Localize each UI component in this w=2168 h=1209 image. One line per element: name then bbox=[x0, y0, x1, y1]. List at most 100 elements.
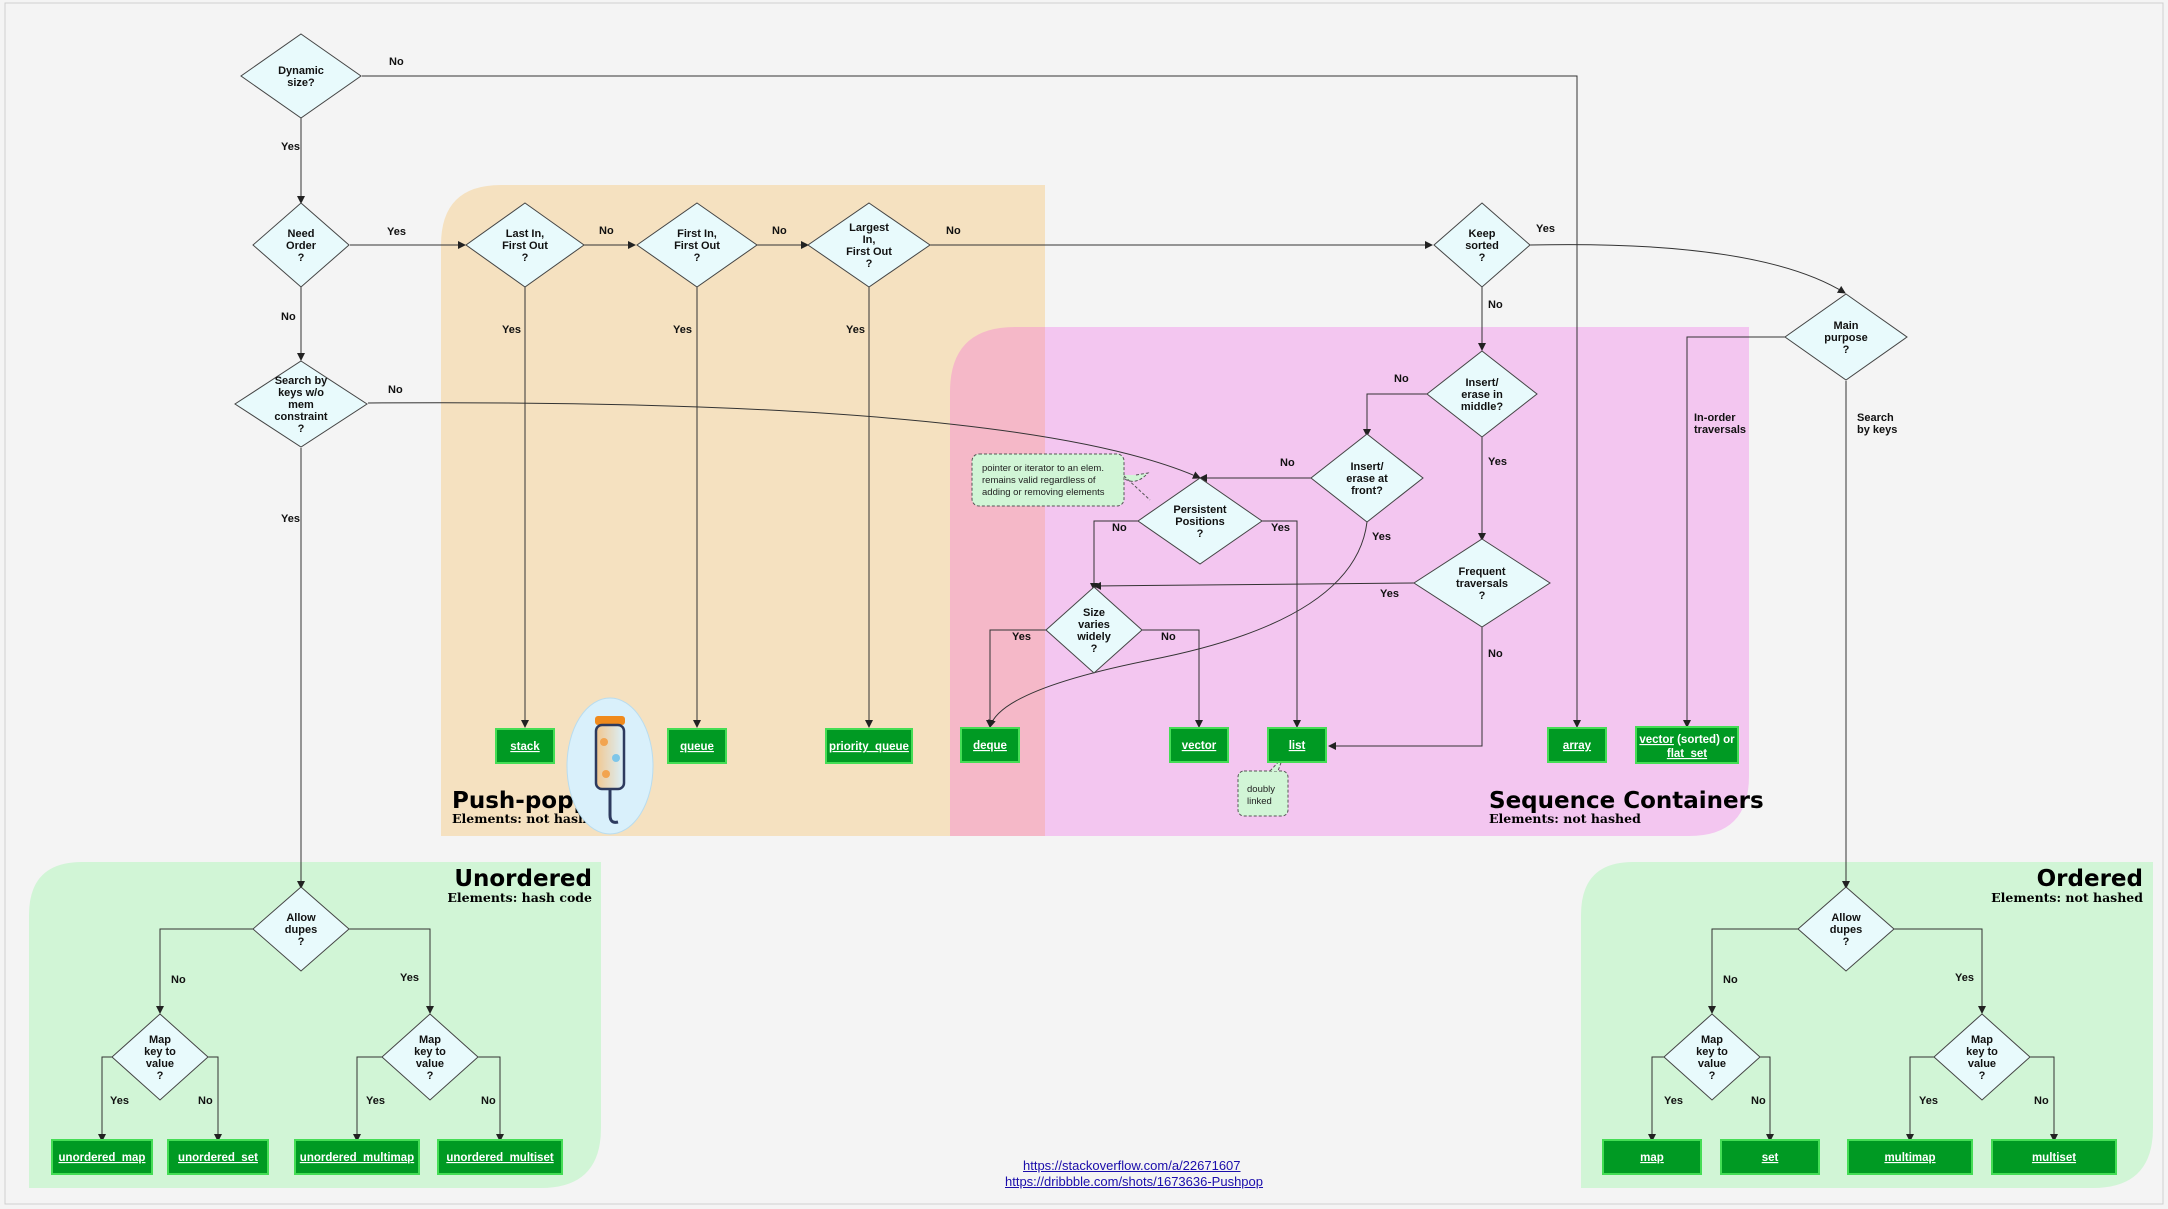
container-vector-sorted-flat-set[interactable]: vector (sorted) or flat_set bbox=[1635, 726, 1739, 764]
decision-text: Keep bbox=[1469, 228, 1496, 240]
container-label-flat-set[interactable]: flat_set bbox=[1667, 748, 1707, 760]
decision-text: Positions bbox=[1175, 516, 1225, 528]
container-priority-queue[interactable]: priority_queue bbox=[825, 728, 913, 764]
edge-odupes-yes bbox=[1893, 928, 1986, 1014]
container-unordered-set[interactable]: unordered_set bbox=[167, 1139, 269, 1175]
decision-text: Main bbox=[1833, 320, 1858, 332]
container-unordered-map[interactable]: unordered_map bbox=[51, 1139, 153, 1175]
container-box bbox=[495, 728, 555, 764]
decision-diamond bbox=[465, 202, 585, 288]
edge-omap1-yes bbox=[1648, 1056, 1665, 1142]
container-multiset[interactable]: multiset bbox=[1991, 1139, 2117, 1175]
container-queue[interactable]: queue bbox=[667, 728, 727, 764]
container-label-unordered-set[interactable]: unordered_set bbox=[178, 1152, 258, 1164]
container-label-priority-queue[interactable]: priority_queue bbox=[829, 741, 909, 753]
container-label-unordered-multiset[interactable]: unordered_multiset bbox=[446, 1152, 554, 1164]
decision-diamond bbox=[234, 360, 368, 448]
container-label-vector-sorted[interactable]: vector (sorted) or bbox=[1639, 734, 1735, 746]
container-set[interactable]: set bbox=[1720, 1139, 1820, 1175]
footer-link-dribbble[interactable]: https://dribbble.com/shots/1673636-Pushp… bbox=[1005, 1174, 1264, 1189]
persistent-note: pointer or iterator to an elem. remains … bbox=[971, 453, 1151, 507]
decision-text: ? bbox=[1091, 643, 1098, 655]
container-list[interactable]: list bbox=[1267, 727, 1327, 763]
footer-link-stackoverflow[interactable]: https://stackoverflow.com/a/22671607 bbox=[1023, 1158, 1241, 1173]
decision-diamond bbox=[252, 886, 350, 972]
decision-diamond bbox=[1137, 477, 1263, 565]
pushpop-stick bbox=[608, 789, 619, 824]
persistent-note-line-2: remains valid regardless of bbox=[982, 475, 1096, 486]
container-label-list[interactable]: list bbox=[1289, 740, 1306, 752]
sequence-subtitle: Elements: not hashed bbox=[1489, 811, 1641, 826]
edge-label-no: No bbox=[389, 56, 404, 68]
decision-text: dupes bbox=[1830, 924, 1862, 936]
sequence-title: Sequence Containers bbox=[1489, 788, 1764, 814]
container-array[interactable]: array bbox=[1547, 727, 1607, 763]
edge-frequent-yes bbox=[1093, 581, 1415, 590]
container-stack[interactable]: stack bbox=[495, 728, 555, 764]
container-label-unordered-map[interactable]: unordered_map bbox=[59, 1152, 146, 1164]
container-unordered-multiset[interactable]: unordered_multiset bbox=[437, 1139, 563, 1175]
container-label-unordered-multimap[interactable]: unordered_multimap bbox=[300, 1152, 414, 1164]
decision-text: ? bbox=[1479, 252, 1486, 264]
container-label-multimap[interactable]: multimap bbox=[1884, 1152, 1935, 1164]
container-unordered-multimap[interactable]: unordered_multimap bbox=[294, 1139, 420, 1175]
container-deque[interactable]: deque bbox=[960, 727, 1020, 763]
decision-diamond bbox=[240, 33, 362, 119]
unordered-title: Unordered bbox=[454, 866, 592, 892]
edge-front-yes bbox=[987, 521, 1368, 728]
container-label-multiset[interactable]: multiset bbox=[2032, 1152, 2076, 1164]
edge-size-yes bbox=[986, 629, 1046, 728]
decision-text: front? bbox=[1351, 485, 1383, 497]
decision-text: value bbox=[1968, 1058, 1996, 1070]
unordered-subtitle: Elements: hash code bbox=[447, 890, 592, 905]
container-vector[interactable]: vector bbox=[1169, 727, 1229, 763]
decision-text: Search by bbox=[275, 375, 328, 387]
edge-label-yes: Yes bbox=[110, 1095, 129, 1107]
edge-search-no bbox=[367, 402, 1201, 479]
edge-main-inorder bbox=[1683, 336, 1795, 728]
container-box bbox=[1635, 726, 1739, 764]
edge-persist-yes bbox=[1262, 520, 1301, 728]
edge-label-no: No bbox=[599, 225, 614, 237]
container-map[interactable]: map bbox=[1602, 1139, 1702, 1175]
decision-diamond bbox=[1413, 538, 1551, 628]
container-label-set[interactable]: set bbox=[1762, 1152, 1779, 1164]
container-label-queue[interactable]: queue bbox=[680, 741, 714, 753]
edges-layer bbox=[98, 75, 2058, 1142]
decision-diamond bbox=[111, 1013, 209, 1101]
edge-label-yes: Yes bbox=[387, 226, 406, 238]
decision-text: Persistent bbox=[1173, 504, 1227, 516]
ordered-title: Ordered bbox=[2037, 866, 2143, 892]
edge-label-no: No bbox=[388, 384, 403, 396]
decision-text: constraint bbox=[274, 411, 328, 423]
decision-diamond bbox=[1784, 293, 1908, 381]
container-box bbox=[960, 727, 1020, 763]
decision-text: traversals bbox=[1456, 578, 1508, 590]
container-box bbox=[1169, 727, 1229, 763]
container-label-array[interactable]: array bbox=[1563, 740, 1592, 752]
decision-text: Largest bbox=[849, 222, 889, 234]
ordered-region bbox=[1581, 862, 2153, 1188]
container-label-vector[interactable]: vector bbox=[1182, 740, 1217, 752]
frame-border bbox=[4, 2, 2164, 1205]
container-label-deque[interactable]: deque bbox=[973, 740, 1007, 752]
container-multimap[interactable]: multimap bbox=[1847, 1139, 1973, 1175]
decision-text: mem bbox=[288, 399, 314, 411]
container-box bbox=[437, 1139, 563, 1175]
container-label-stack[interactable]: stack bbox=[510, 741, 540, 753]
container-label-map[interactable]: map bbox=[1640, 1152, 1664, 1164]
decision-text: value bbox=[146, 1058, 174, 1070]
decision-text: ? bbox=[427, 1070, 434, 1082]
decision-text: dupes bbox=[285, 924, 317, 936]
decision-text: First Out bbox=[846, 246, 892, 258]
decision-diamond bbox=[1045, 586, 1143, 674]
decision-text: varies bbox=[1078, 619, 1110, 631]
decision-text: Allow bbox=[1831, 912, 1861, 924]
